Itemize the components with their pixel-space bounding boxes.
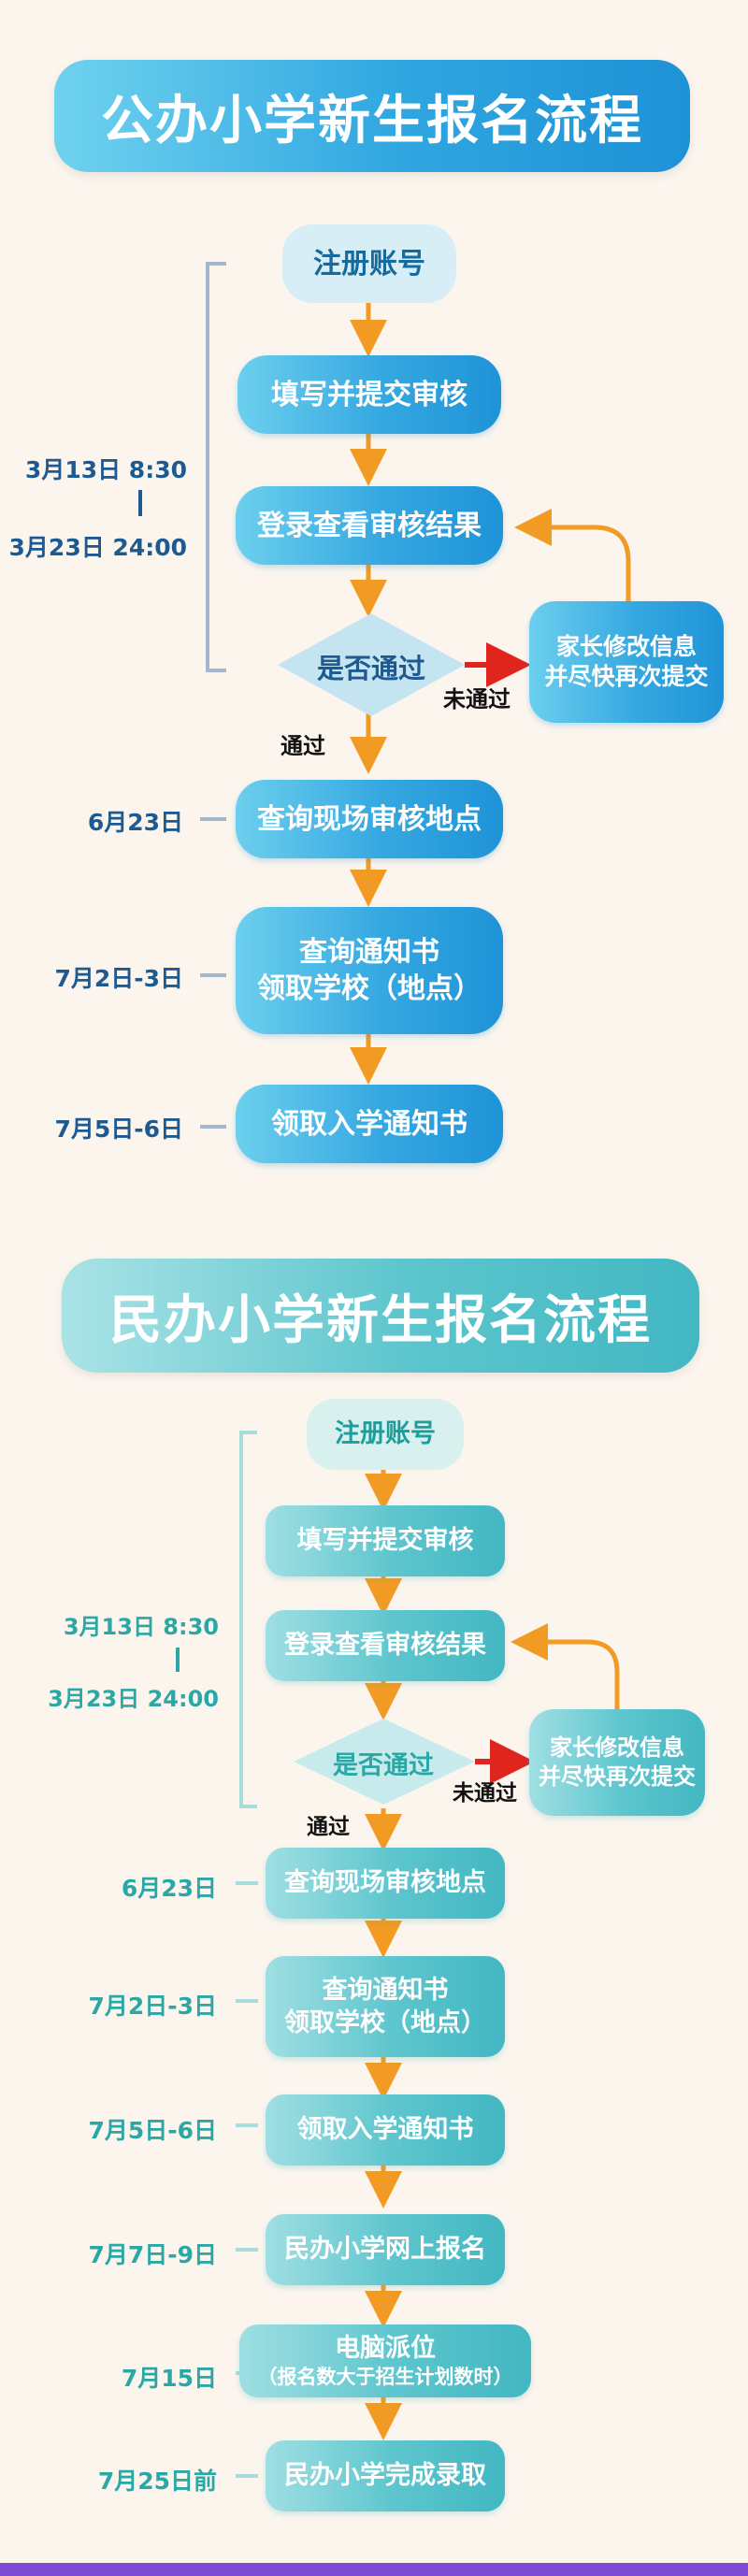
private-receive-notice-step: 领取入学通知书 xyxy=(266,2094,505,2166)
private-query-notice-step: 查询通知书 领取学校（地点） xyxy=(266,1956,505,2057)
public-check-result-step: 登录查看审核结果 xyxy=(236,486,503,565)
public-query-notice-line-2: 领取学校（地点） xyxy=(257,972,482,1005)
private-query-site-step: 查询现场审核地点 xyxy=(266,1848,505,1919)
public-date-notice: 7月2日-3日 xyxy=(54,965,183,992)
public-connectors xyxy=(350,301,631,1085)
public-date-bracket xyxy=(138,262,226,1129)
public-modify-step: 家长修改信息 并尽快再次提交 xyxy=(529,601,724,723)
public-register-step: 注册账号 xyxy=(282,224,456,303)
public-fill-submit-step: 填写并提交审核 xyxy=(237,355,501,434)
private-not-passed-label: 未通过 xyxy=(453,1781,517,1806)
private-complete-step: 民办小学完成录取 xyxy=(266,2440,505,2511)
private-passed-label: 通过 xyxy=(307,1815,350,1839)
private-computer-assign-note: （报名数大于招生计划数时） xyxy=(257,2365,513,2388)
public-modify-line-1: 家长修改信息 xyxy=(555,632,697,660)
private-date-complete: 7月25日前 xyxy=(97,2468,217,2495)
private-date-site: 6月23日 xyxy=(121,1875,217,1902)
private-flow-title: 民办小学新生报名流程 xyxy=(62,1259,699,1373)
public-query-notice-line-1: 查询通知书 xyxy=(299,936,439,969)
private-date-range-end: 3月23日 24:00 xyxy=(48,1686,219,1712)
private-online-apply-step: 民办小学网上报名 xyxy=(266,2214,505,2285)
public-date-site: 6月23日 xyxy=(87,809,183,836)
private-date-bracket xyxy=(176,1431,258,2478)
private-query-notice-line-1: 查询通知书 xyxy=(322,1975,449,2005)
private-date-receive: 7月5日-6日 xyxy=(88,2117,217,2144)
private-date-online: 7月7日-9日 xyxy=(88,2241,217,2268)
public-decision-label: 是否通过 xyxy=(316,653,425,684)
public-date-range-end: 3月23日 24:00 xyxy=(8,534,187,561)
private-register-step: 注册账号 xyxy=(307,1399,464,1470)
public-query-site-step: 查询现场审核地点 xyxy=(236,780,503,858)
private-check-result-step: 登录查看审核结果 xyxy=(266,1610,505,1681)
public-flow-title: 公办小学新生报名流程 xyxy=(54,60,690,172)
private-modify-step: 家长修改信息 并尽快再次提交 xyxy=(529,1709,705,1816)
private-fill-submit-step: 填写并提交审核 xyxy=(266,1505,505,1576)
public-passed-label: 通过 xyxy=(280,733,325,759)
private-modify-line-2: 并尽快再次提交 xyxy=(539,1763,696,1790)
public-date-receive: 7月5日-6日 xyxy=(54,1115,183,1143)
public-date-range-start: 3月13日 8:30 xyxy=(24,456,187,483)
public-receive-notice-step: 领取入学通知书 xyxy=(236,1085,503,1163)
private-query-notice-line-2: 领取学校（地点） xyxy=(284,2008,486,2037)
private-computer-assign-step: 电脑派位 （报名数大于招生计划数时） xyxy=(239,2324,531,2397)
public-not-passed-label: 未通过 xyxy=(443,686,511,712)
footer-bar xyxy=(0,2563,748,2576)
private-decision-diamond xyxy=(294,1719,475,1805)
private-date-assign: 7月15日 xyxy=(121,2365,217,2392)
private-computer-assign-title: 电脑派位 xyxy=(335,2333,436,2363)
public-decision-diamond xyxy=(278,613,465,716)
private-date-range-start: 3月13日 8:30 xyxy=(63,1614,219,1640)
private-decision-label: 是否通过 xyxy=(333,1751,434,1780)
public-modify-line-2: 并尽快再次提交 xyxy=(544,663,709,690)
private-date-notice: 7月2日-3日 xyxy=(88,1993,217,2020)
public-query-notice-step: 查询通知书 领取学校（地点） xyxy=(236,907,503,1034)
private-modify-line-1: 家长修改信息 xyxy=(550,1734,684,1761)
